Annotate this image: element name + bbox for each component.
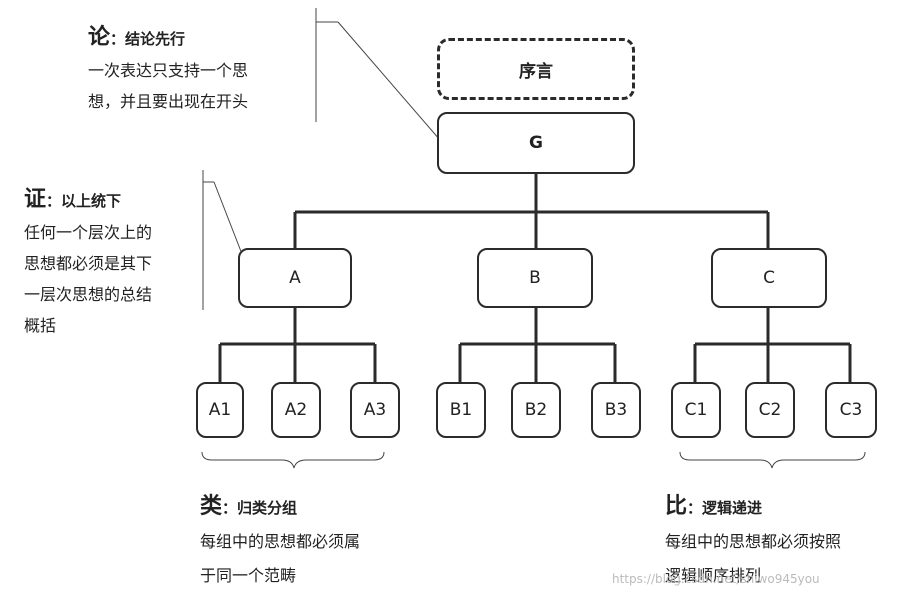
node-c1-label: C1 xyxy=(684,400,708,420)
node-c-label: C xyxy=(763,268,775,288)
note-support-title: 以上统下 xyxy=(61,192,122,210)
note-support-char: 证 xyxy=(24,187,47,212)
node-a2: A2 xyxy=(271,382,321,438)
node-b2: B2 xyxy=(511,382,561,438)
note-conclusion-line: 一次表达只支持一个思 xyxy=(88,61,249,80)
root-node-label: G xyxy=(529,133,543,153)
note-conclusion-line: 想，并且要出现在开头 xyxy=(88,92,249,111)
watermark: https://blog.csdn.net/shiwo945you xyxy=(612,572,820,586)
note-group-heading: 类：归类分组 xyxy=(200,490,360,525)
note-logic: 比：逻辑递进 每组中的思想都必须按照 逻辑顺序排列 xyxy=(665,490,841,593)
node-a3: A3 xyxy=(350,382,400,438)
node-c1: C1 xyxy=(671,382,721,438)
note-group-sep: ： xyxy=(222,499,238,517)
note-support-line: 任何一个层次上的 xyxy=(24,223,153,242)
node-c3: C3 xyxy=(825,382,877,438)
node-c3-label: C3 xyxy=(839,400,863,420)
note-group-title: 归类分组 xyxy=(237,499,298,517)
node-a: A xyxy=(238,248,352,308)
note-group: 类：归类分组 每组中的思想都必须属 于同一个范畴 xyxy=(200,490,360,593)
node-a1-label: A1 xyxy=(208,400,232,420)
note-support-line: 一层次思想的总结 xyxy=(24,285,153,304)
node-b1: B1 xyxy=(436,382,486,438)
note-conclusion-char: 论 xyxy=(88,25,111,50)
note-group-line: 每组中的思想都必须属 xyxy=(200,532,361,551)
note-logic-heading: 比：逻辑递进 xyxy=(665,490,841,525)
node-c: C xyxy=(711,248,827,308)
note-conclusion-sep: ： xyxy=(110,30,126,48)
note-group-char: 类 xyxy=(200,494,223,519)
node-b: B xyxy=(477,248,593,308)
node-c2-label: C2 xyxy=(758,400,782,420)
node-b2-label: B2 xyxy=(524,400,548,420)
note-support-sep: ： xyxy=(46,192,62,210)
node-b1-label: B1 xyxy=(449,400,473,420)
note-logic-sep: ： xyxy=(687,499,703,517)
node-a1: A1 xyxy=(196,382,244,438)
root-node-g: G xyxy=(437,112,635,174)
note-logic-char: 比 xyxy=(665,494,688,519)
note-group-line: 于同一个范畴 xyxy=(200,566,297,585)
note-conclusion-title: 结论先行 xyxy=(125,30,186,48)
note-logic-line: 每组中的思想都必须按照 xyxy=(665,532,842,551)
note-support-line: 概括 xyxy=(24,316,57,335)
note-conclusion-heading: 论：结论先行 xyxy=(88,22,248,55)
node-b-label: B xyxy=(529,268,541,288)
note-logic-line: 逻辑顺序排列 xyxy=(665,566,762,585)
node-a3-label: A3 xyxy=(363,400,387,420)
node-c2: C2 xyxy=(745,382,795,438)
preface-box: 序言 xyxy=(437,38,635,100)
node-a2-label: A2 xyxy=(284,400,308,420)
note-support-line: 思想都必须是其下 xyxy=(24,254,153,273)
note-support: 证：以上统下 任何一个层次上的 思想都必须是其下 一层次思想的总结 概括 xyxy=(24,184,152,341)
node-b3: B3 xyxy=(591,382,641,438)
note-logic-title: 逻辑递进 xyxy=(702,499,763,517)
preface-label: 序言 xyxy=(519,61,553,82)
note-conclusion: 论：结论先行 一次表达只支持一个思 想，并且要出现在开头 xyxy=(88,22,248,117)
node-b3-label: B3 xyxy=(604,400,628,420)
node-a-label: A xyxy=(289,268,301,288)
note-support-heading: 证：以上统下 xyxy=(24,184,152,217)
